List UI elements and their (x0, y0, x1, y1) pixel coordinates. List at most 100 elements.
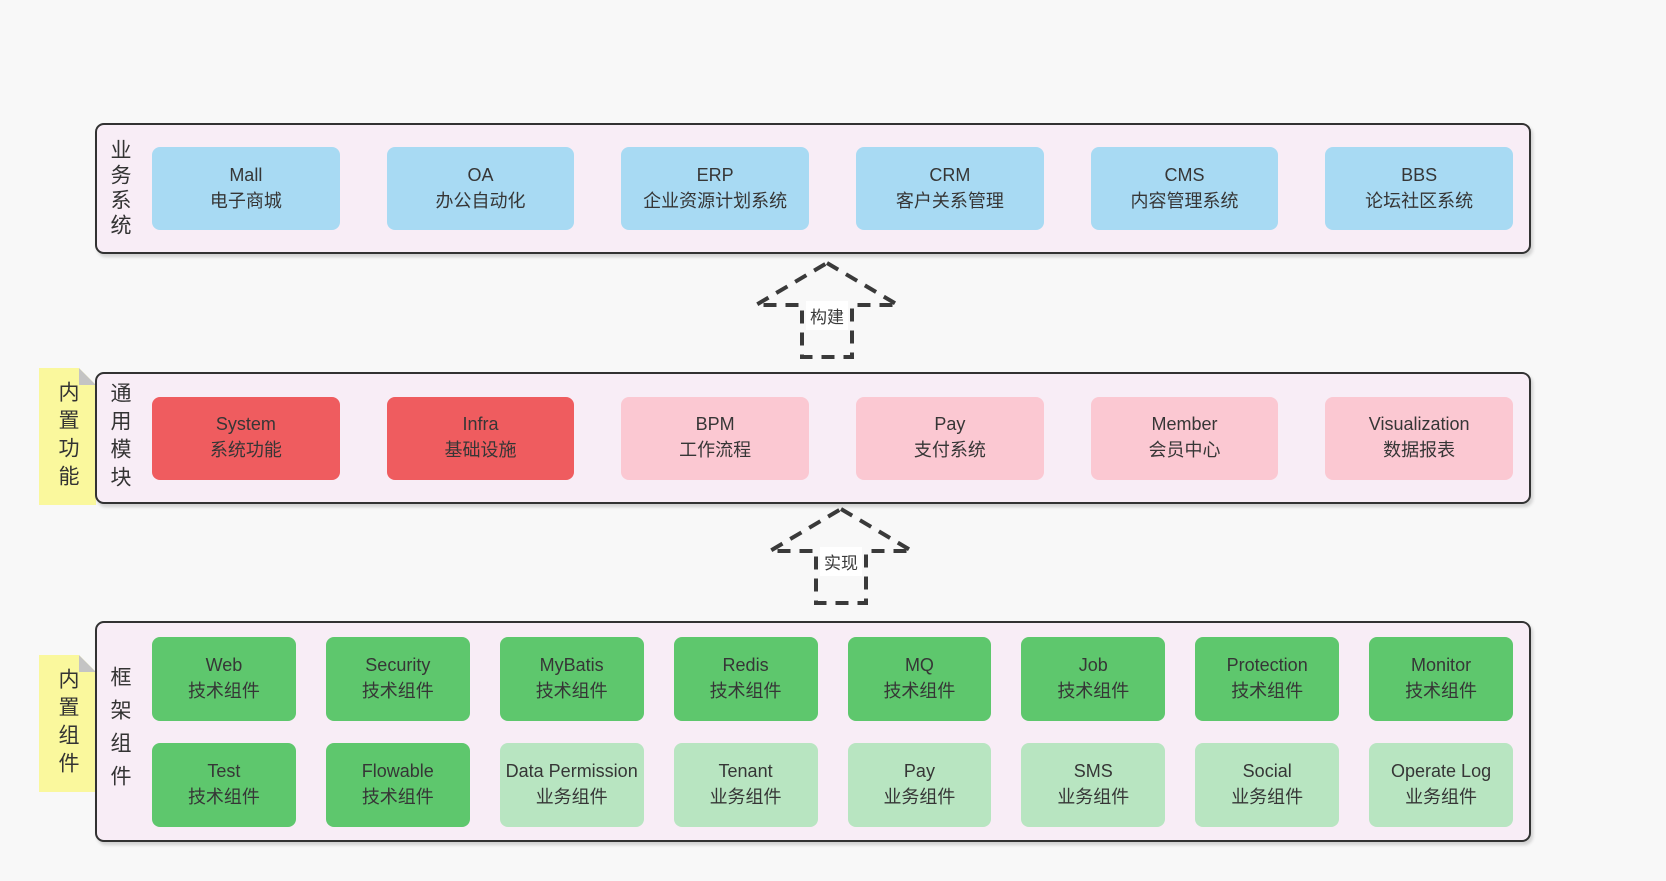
box-title: Monitor (1411, 654, 1472, 675)
box-subtitle: 客户关系管理 (895, 190, 1004, 211)
box-title: Operate Log (1391, 760, 1492, 781)
box-title: Infra (462, 414, 499, 435)
box-erp: ERP 企业资源计划系统 (621, 147, 809, 230)
box-subtitle: 技术组件 (1057, 680, 1130, 701)
box-subtitle: 技术组件 (361, 680, 434, 701)
sticky-note-built-in-functions: 内置功能 (39, 368, 96, 505)
box-title: Redis (722, 654, 769, 675)
framework-boxes-grid: Web 技术组件 Security 技术组件 MyBatis 技术组件 Redi… (152, 636, 1513, 827)
section-business-systems: 业务系统 Mall 电子商城 OA 办公自动化 ERP 企业资源计划系统 CRM… (95, 123, 1531, 254)
box-title: Flowable (361, 760, 434, 781)
up-arrow-icon (752, 260, 902, 359)
sticky-fold-corner-icon (79, 655, 96, 672)
box-title: ERP (696, 164, 734, 185)
box-data-permission: Data Permission 业务组件 (499, 742, 644, 827)
box-title: Test (207, 760, 241, 781)
section-label: 通用模块 (108, 382, 131, 494)
box-test: Test 技术组件 (152, 742, 296, 827)
box-title: CMS (1164, 164, 1205, 185)
box-subtitle: 工作流程 (679, 440, 752, 460)
section-common-modules: 通用模块 System 系统功能 Infra 基础设施 BPM 工作流程 Pay… (95, 372, 1531, 504)
box-title: BBS (1401, 164, 1438, 185)
box-title: Mall (229, 164, 263, 185)
box-redis: Redis 技术组件 (673, 636, 818, 721)
box-subtitle: 业务组件 (709, 786, 782, 807)
box-title: CRM (929, 164, 971, 185)
box-monitor: Monitor 技术组件 (1369, 636, 1513, 721)
box-title: System (215, 414, 276, 435)
section-label: 框架组件 (108, 665, 131, 798)
box-job: Job 技术组件 (1021, 636, 1166, 721)
box-title: Social (1242, 760, 1292, 781)
box-mall: Mall 电子商城 (152, 147, 340, 230)
box-member: Member 会员中心 (1090, 396, 1279, 480)
box-title: Visualization (1368, 414, 1470, 435)
box-title: Web (205, 654, 243, 675)
box-subtitle: 基础设施 (444, 440, 517, 460)
box-security: Security 技术组件 (325, 636, 470, 721)
box-pay-business: Pay 业务组件 (847, 742, 992, 827)
box-subtitle: 支付系统 (913, 440, 986, 460)
box-subtitle: 技术组件 (187, 680, 260, 701)
box-infra: Infra 基础设施 (386, 396, 575, 480)
box-title: MQ (904, 654, 934, 675)
modules-boxes-grid: System 系统功能 Infra 基础设施 BPM 工作流程 Pay 支付系统… (152, 396, 1513, 480)
up-arrow-icon (766, 506, 916, 605)
box-subtitle: 技术组件 (1231, 680, 1304, 701)
box-subtitle: 企业资源计划系统 (643, 190, 788, 211)
box-title: Pay (934, 414, 966, 435)
box-bbs: BBS 论坛社区系统 (1325, 147, 1513, 230)
box-subtitle: 系统功能 (209, 440, 282, 460)
sticky-fold-corner-icon (79, 368, 96, 385)
business-boxes-grid: Mall 电子商城 OA 办公自动化 ERP 企业资源计划系统 CRM 客户关系… (152, 147, 1513, 230)
box-bpm: BPM 工作流程 (621, 396, 809, 480)
box-pay: Pay 支付系统 (856, 396, 1044, 480)
box-title: Protection (1226, 654, 1308, 675)
sticky-note-text: 内置组件 (56, 667, 79, 780)
box-subtitle: 数据报表 (1383, 440, 1456, 460)
arrow-implement: 实现 (766, 506, 916, 606)
box-cms: CMS 内容管理系统 (1090, 147, 1279, 230)
box-sms: SMS 业务组件 (1021, 742, 1166, 827)
box-web: Web 技术组件 (152, 636, 296, 721)
box-flowable: Flowable 技术组件 (325, 742, 470, 827)
box-subtitle: 技术组件 (535, 680, 608, 701)
box-subtitle: 技术组件 (709, 680, 782, 701)
box-title: SMS (1073, 760, 1113, 781)
box-mq: MQ 技术组件 (847, 636, 992, 721)
box-subtitle: 业务组件 (535, 786, 608, 807)
box-subtitle: 会员中心 (1148, 440, 1221, 460)
box-subtitle: 业务组件 (1057, 786, 1130, 807)
box-subtitle: 内容管理系统 (1130, 190, 1239, 211)
box-subtitle: 业务组件 (1405, 786, 1478, 807)
box-operate-log: Operate Log 业务组件 (1369, 742, 1513, 827)
box-protection: Protection 技术组件 (1195, 636, 1340, 721)
box-crm: CRM 客户关系管理 (856, 147, 1044, 230)
section-label: 业务系统 (108, 138, 131, 239)
box-title: Security (365, 654, 431, 675)
box-subtitle: 技术组件 (883, 680, 956, 701)
box-title: Data Permission (505, 760, 638, 781)
box-subtitle: 电子商城 (209, 190, 282, 211)
box-visualization: Visualization 数据报表 (1325, 396, 1513, 480)
arrow-label: 构建 (806, 301, 848, 330)
box-subtitle: 业务组件 (883, 786, 956, 807)
sticky-note-built-in-components: 内置组件 (39, 655, 96, 792)
box-title: OA (467, 164, 494, 185)
box-system: System 系统功能 (152, 396, 340, 480)
box-oa: OA 办公自动化 (386, 147, 575, 230)
box-subtitle: 技术组件 (187, 786, 260, 807)
box-title: MyBatis (539, 654, 604, 675)
box-title: Tenant (718, 760, 773, 781)
box-mybatis: MyBatis 技术组件 (499, 636, 644, 721)
box-title: Pay (903, 760, 935, 781)
box-subtitle: 技术组件 (361, 786, 434, 807)
box-subtitle: 论坛社区系统 (1365, 190, 1474, 211)
box-title: Member (1151, 414, 1218, 435)
arrow-label: 实现 (820, 547, 862, 576)
arrow-build: 构建 (752, 260, 902, 360)
box-social: Social 业务组件 (1195, 742, 1340, 827)
box-subtitle: 办公自动化 (435, 190, 526, 211)
section-framework-components: 框架组件 Web 技术组件 Security 技术组件 MyBatis 技术组件… (95, 621, 1531, 842)
